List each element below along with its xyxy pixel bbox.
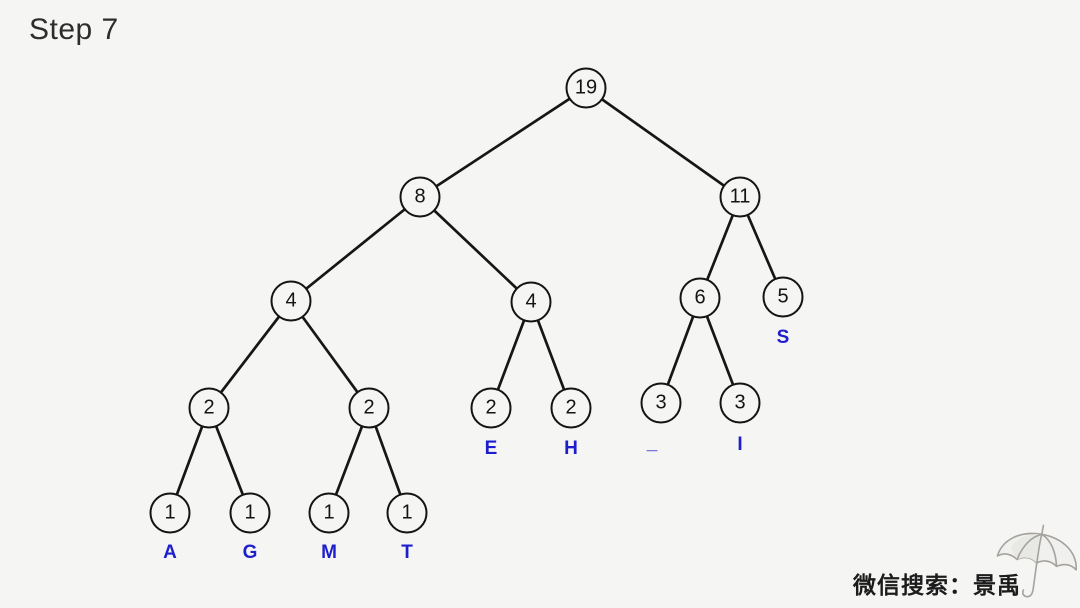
tree-node-6: 6 xyxy=(679,277,721,319)
leaf-letter-G: G xyxy=(242,542,258,563)
tree-node-1-A: 1 xyxy=(149,492,191,534)
node-value: 2 xyxy=(363,396,375,419)
leaf-letter-I: I xyxy=(737,434,743,455)
leaf-letter-A: A xyxy=(163,542,177,563)
tree-node-3-underscore: 3 xyxy=(640,382,682,424)
umbrella-icon xyxy=(996,524,1077,598)
tree-edge xyxy=(289,195,422,303)
tree-node-4-right: 4 xyxy=(510,281,552,323)
tree-node-5-S: 5 xyxy=(762,276,804,318)
node-value: 2 xyxy=(203,396,215,419)
tree-node-2-b: 2 xyxy=(348,387,390,429)
node-value: 1 xyxy=(164,501,176,524)
node-value: 6 xyxy=(694,286,706,309)
node-value: 2 xyxy=(565,396,577,419)
leaf-letter-E: E xyxy=(484,438,498,459)
step-title: Step 7 xyxy=(29,13,119,46)
tree-node-2-E: 2 xyxy=(470,387,512,429)
node-value: 1 xyxy=(401,501,413,524)
leaf-letter-T: T xyxy=(401,542,413,563)
node-value: 3 xyxy=(734,391,746,414)
node-value: 3 xyxy=(655,391,667,414)
watermark-text: 微信搜索：景禹 xyxy=(853,572,1021,598)
node-value: 4 xyxy=(525,290,537,313)
tree-node-4-left: 4 xyxy=(270,280,312,322)
tree-edge xyxy=(418,195,533,304)
node-value: 19 xyxy=(574,76,598,99)
tree-edge xyxy=(207,299,293,410)
node-value: 8 xyxy=(414,185,426,208)
leaf-letter-underscore: _ xyxy=(646,433,658,454)
tree-node-8: 8 xyxy=(399,176,441,218)
tree-edge xyxy=(584,86,742,199)
tree-node-1-G: 1 xyxy=(229,492,271,534)
tree-node-2-a: 2 xyxy=(188,387,230,429)
node-value: 11 xyxy=(729,185,751,208)
tree-node-1-M: 1 xyxy=(308,492,350,534)
tree-edge xyxy=(289,299,371,410)
node-value: 4 xyxy=(285,289,297,312)
tree-node-2-H: 2 xyxy=(550,387,592,429)
node-value: 2 xyxy=(485,396,497,419)
leaf-letter-S: S xyxy=(776,327,790,348)
tree-edge xyxy=(418,86,588,199)
tree-node-root-19: 19 xyxy=(565,67,607,109)
tree-node-1-T: 1 xyxy=(386,492,428,534)
node-value: 1 xyxy=(244,501,256,524)
leaf-letter-M: M xyxy=(321,542,337,563)
node-value: 5 xyxy=(777,285,789,308)
leaf-letter-H: H xyxy=(564,438,578,459)
tree-node-11: 11 xyxy=(719,176,761,218)
node-value: 1 xyxy=(323,501,335,524)
tree-node-3-I: 3 xyxy=(719,382,761,424)
